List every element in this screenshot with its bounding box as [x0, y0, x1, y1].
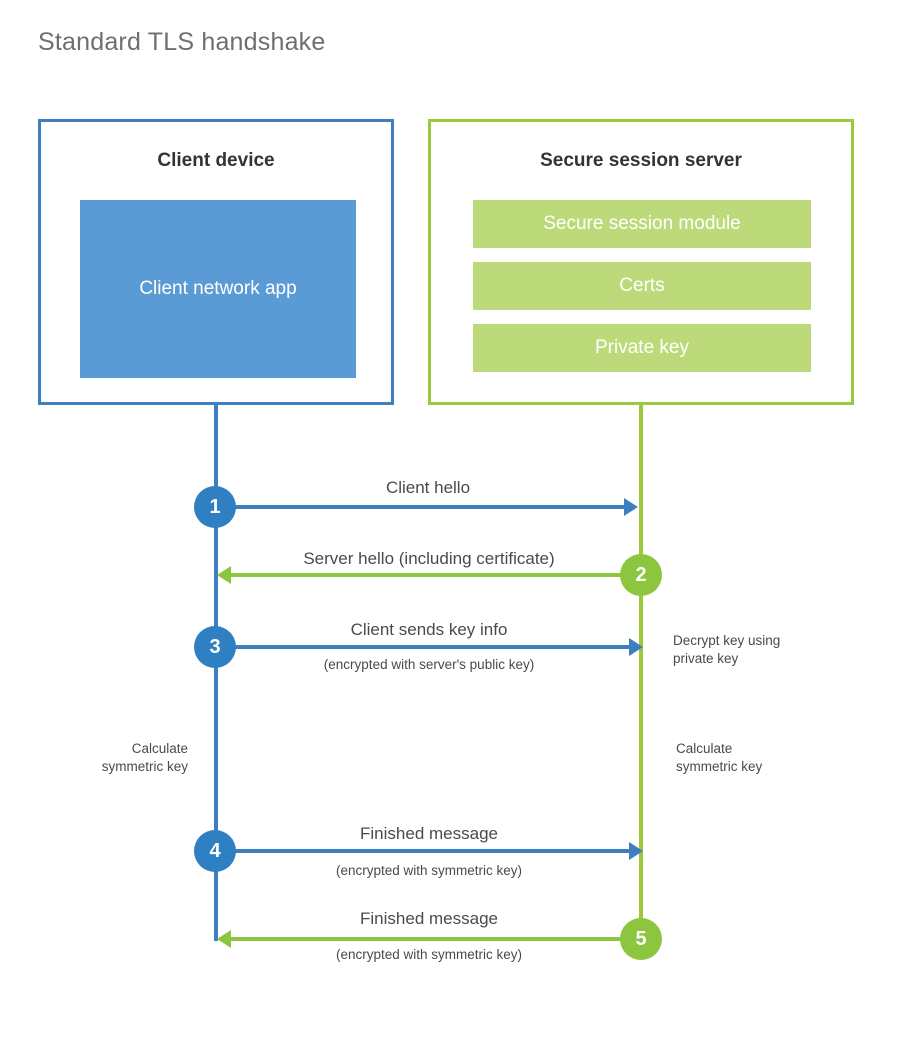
private-key-component: Private key: [473, 324, 811, 372]
step-badge-4[interactable]: 4: [194, 830, 236, 872]
step-badge-3[interactable]: 3: [194, 626, 236, 668]
message-5-sublabel: (encrypted with symmetric key): [335, 947, 523, 962]
message-4-line: [216, 849, 631, 853]
secure-session-server-title: Secure session server: [540, 150, 742, 171]
note-calculate-symmetric-key-server: Calculate symmetric key: [676, 740, 856, 776]
note-calculate-symmetric-key-client: Calculate symmetric key: [20, 740, 188, 776]
note-calc-server-line2: symmetric key: [676, 759, 763, 775]
client-network-app-component: Client network app: [80, 200, 356, 378]
message-1-arrowhead-icon: [624, 498, 638, 516]
message-4-arrowhead-icon: [629, 842, 643, 860]
message-4-sublabel: (encrypted with symmetric key): [335, 863, 523, 878]
step-badge-1[interactable]: 1: [194, 486, 236, 528]
note-calc-server-line1: Calculate: [676, 741, 733, 756]
message-4-label: Finished message: [360, 824, 498, 843]
page-title: Standard TLS handshake: [38, 28, 326, 56]
note-decrypt-key: Decrypt key using private key: [673, 632, 853, 668]
message-5-arrowhead-icon: [217, 930, 231, 948]
server-lifeline: [639, 405, 643, 941]
message-3-sublabel: (encrypted with server's public key): [323, 657, 535, 672]
message-1-line: [216, 505, 626, 509]
note-decrypt-key-line1: Decrypt key using: [673, 633, 781, 648]
message-1-label: Client hello: [385, 478, 471, 497]
step-badge-2[interactable]: 2: [620, 554, 662, 596]
message-2-label: Server hello (including certificate): [303, 549, 555, 568]
note-calc-client-line1: Calculate: [131, 741, 188, 756]
message-3-arrowhead-icon: [629, 638, 643, 656]
note-calc-client-line2: symmetric key: [101, 759, 188, 775]
secure-session-server-box: Secure session server Secure session mod…: [428, 119, 854, 405]
client-device-title: Client device: [157, 150, 275, 171]
message-3-label: Client sends key info: [350, 620, 508, 639]
client-device-box: Client device Client network app: [38, 119, 394, 405]
client-lifeline: [214, 405, 218, 941]
step-badge-5[interactable]: 5: [620, 918, 662, 960]
message-5-label: Finished message: [360, 909, 498, 928]
message-5-line: [231, 937, 640, 941]
secure-session-module-component: Secure session module: [473, 200, 811, 248]
message-3-line: [216, 645, 631, 649]
message-2-arrowhead-icon: [217, 566, 231, 584]
certs-component: Certs: [473, 262, 811, 310]
note-decrypt-key-line2: private key: [673, 651, 739, 667]
message-2-line: [231, 573, 640, 577]
